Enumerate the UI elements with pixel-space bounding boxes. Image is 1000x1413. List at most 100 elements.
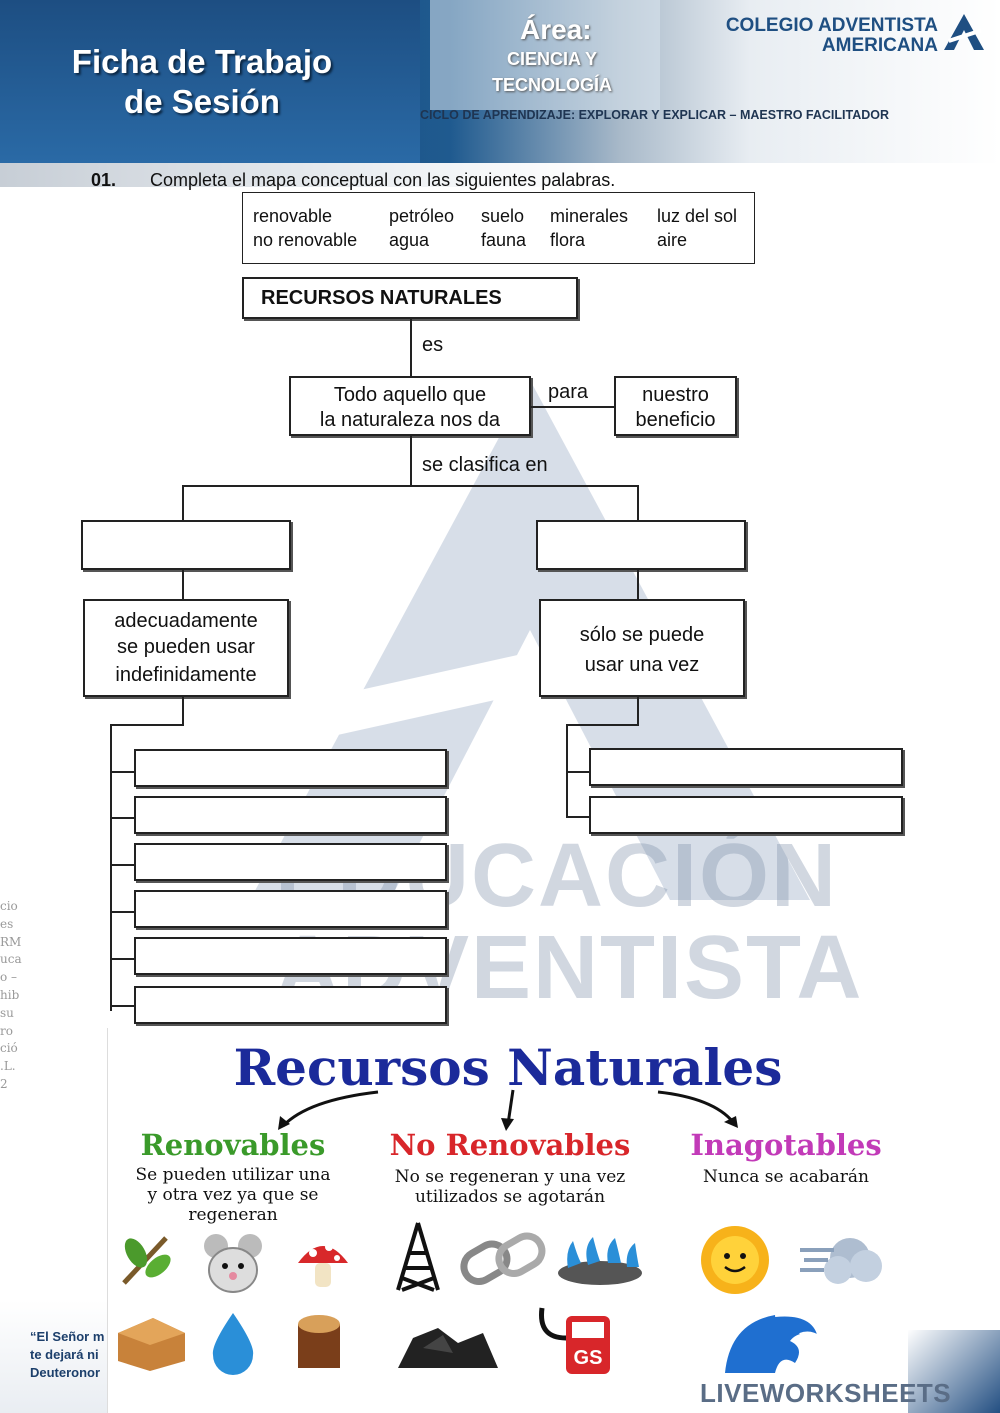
no-renovables-title: No Renovables [389,1128,631,1162]
side-text-line: 2 [0,1076,8,1091]
right-desc-line-2: usar una vez [584,654,700,676]
question-text: Completa el mapa conceptual con las sigu… [150,170,616,190]
link-clasifica: se clasifica en [422,454,548,476]
word-bank-item: fauna [481,230,527,250]
school-logo-icon [944,14,984,50]
area-line-1: CIENCIA Y [506,49,598,69]
side-text-line: su [0,1005,14,1020]
answer-box-nonrenewable-2[interactable] [589,796,903,834]
branch-icon [122,1236,171,1285]
no-renovables-desc-line-1: No se regeneran y una vez [394,1167,626,1187]
renovables-title: Renovables [140,1128,326,1162]
water-drop-icon [212,1313,254,1375]
definition-line-2: la naturaleza nos da [319,409,501,431]
footer-quote: “El Señor m te dejará ni Deuteronor [30,1328,108,1382]
nonrenewable-description-box: sólo se puede usar una vez [539,599,745,697]
mushroom-icon [298,1243,348,1287]
answer-box-renewable-type[interactable] [81,520,291,570]
word-bank-item: renovable [253,206,333,226]
connector-line [110,724,184,726]
answer-box-renewable-2[interactable] [134,796,447,834]
side-text-line: es [0,916,14,931]
side-text-line: ro [0,1023,13,1038]
quote-line-2: te dejará ni [30,1347,99,1362]
connector-line [637,485,639,521]
side-text-line: RM [0,934,22,949]
word-bank: renovable petróleo suelo minerales luz d… [242,192,755,264]
connector-line [182,485,184,521]
connector-line [110,817,134,819]
word-bank-item: aire [657,230,688,250]
renovables-desc-line-1: Se pueden utilizar una [135,1165,331,1185]
benefit-line-1: nuestro [642,384,709,406]
connector-line [410,436,412,486]
inagotables-desc: Nunca se acabarán [702,1167,870,1187]
answer-box-renewable-6[interactable] [134,986,447,1024]
word-bank-item: petróleo [389,206,455,226]
header-strip [0,163,1000,187]
answer-box-renewable-4[interactable] [134,890,447,928]
soil-icon [118,1318,185,1371]
title-line-2: de Sesión [124,83,280,120]
quote-line-3: Deuteronor [30,1365,101,1380]
connector-line [110,864,134,866]
word-bank-item: agua [389,230,430,250]
side-text-line: hib [0,987,20,1002]
sun-icon [701,1226,769,1294]
renewable-description-box: adecuadamente se pueden usar indefinidam… [83,599,289,697]
connector-line [566,771,590,773]
connector-line [531,406,615,408]
answer-box-renewable-5[interactable] [134,937,447,975]
side-text-line: .L. [0,1059,16,1074]
connector-line [566,816,590,818]
page-title: Ficha de Trabajo de Sesión [22,42,382,122]
benefit-box: nuestro beneficio [614,376,737,436]
definition-line-1: Todo aquello que [333,384,487,406]
renovables-desc-line-3: regeneran [188,1205,278,1225]
wave-icon [725,1312,823,1373]
connector-line [110,724,112,1011]
connector-line [566,724,639,726]
area-line-2: TECNOLOGÍA [492,75,612,95]
answer-box-renewable-1[interactable] [134,749,447,787]
gas-flame-icon [558,1237,642,1285]
connector-line [410,319,412,377]
oil-rig-icon [396,1222,440,1292]
connector-line [566,724,568,817]
definition-box: Todo aquello que la naturaleza nos da [289,376,531,436]
root-concept-label: RECURSOS NATURALES [261,287,502,309]
answer-box-renewable-3[interactable] [134,843,447,881]
question-number: 01. [91,170,117,190]
resources-poster: Recursos Naturales Renovables Se pueden … [107,1028,908,1413]
chain-icon [460,1232,546,1285]
connector-line [182,485,639,487]
left-desc-line-2: se pueden usar [117,636,255,658]
learning-cycle: CICLO DE APRENDIZAJE: EXPLORAR Y EXPLICA… [420,108,890,122]
left-desc-line-3: indefinidamente [115,664,257,686]
renovables-desc: Se pueden utilizar una y otra vez ya que… [108,1165,358,1225]
link-para: para [548,381,589,403]
school-name: COLEGIO ADVENTISTA AMERICANA [688,16,938,56]
header-left-panel [0,0,420,163]
poster-arrows-icon [278,1089,738,1131]
left-desc-line-1: adecuadamente [114,610,258,632]
side-text-line: uca [0,952,22,967]
side-cut-text: cio es RM uca o – hib su ro ció .L. 2 [0,898,22,1094]
benefit-line-2: beneficio [635,409,716,431]
coal-icon [398,1328,498,1368]
title-line-1: Ficha de Trabajo [71,43,333,80]
word-bank-item: minerales [550,206,629,226]
answer-box-nonrenewable-1[interactable] [589,748,903,786]
inagotables-title: Inagotables [690,1128,882,1162]
answer-box-nonrenewable-type[interactable] [536,520,746,570]
connector-line [110,911,134,913]
connector-line [637,697,639,725]
connector-line [637,570,639,600]
mouse-icon [204,1234,262,1293]
word-bank-item: luz del sol [657,206,738,226]
school-line-2: AMERICANA [821,35,938,56]
connector-line [110,1005,134,1007]
svg-text:GS: GS [574,1347,603,1369]
area-panel [430,0,660,110]
side-text-line: cio [0,899,18,913]
